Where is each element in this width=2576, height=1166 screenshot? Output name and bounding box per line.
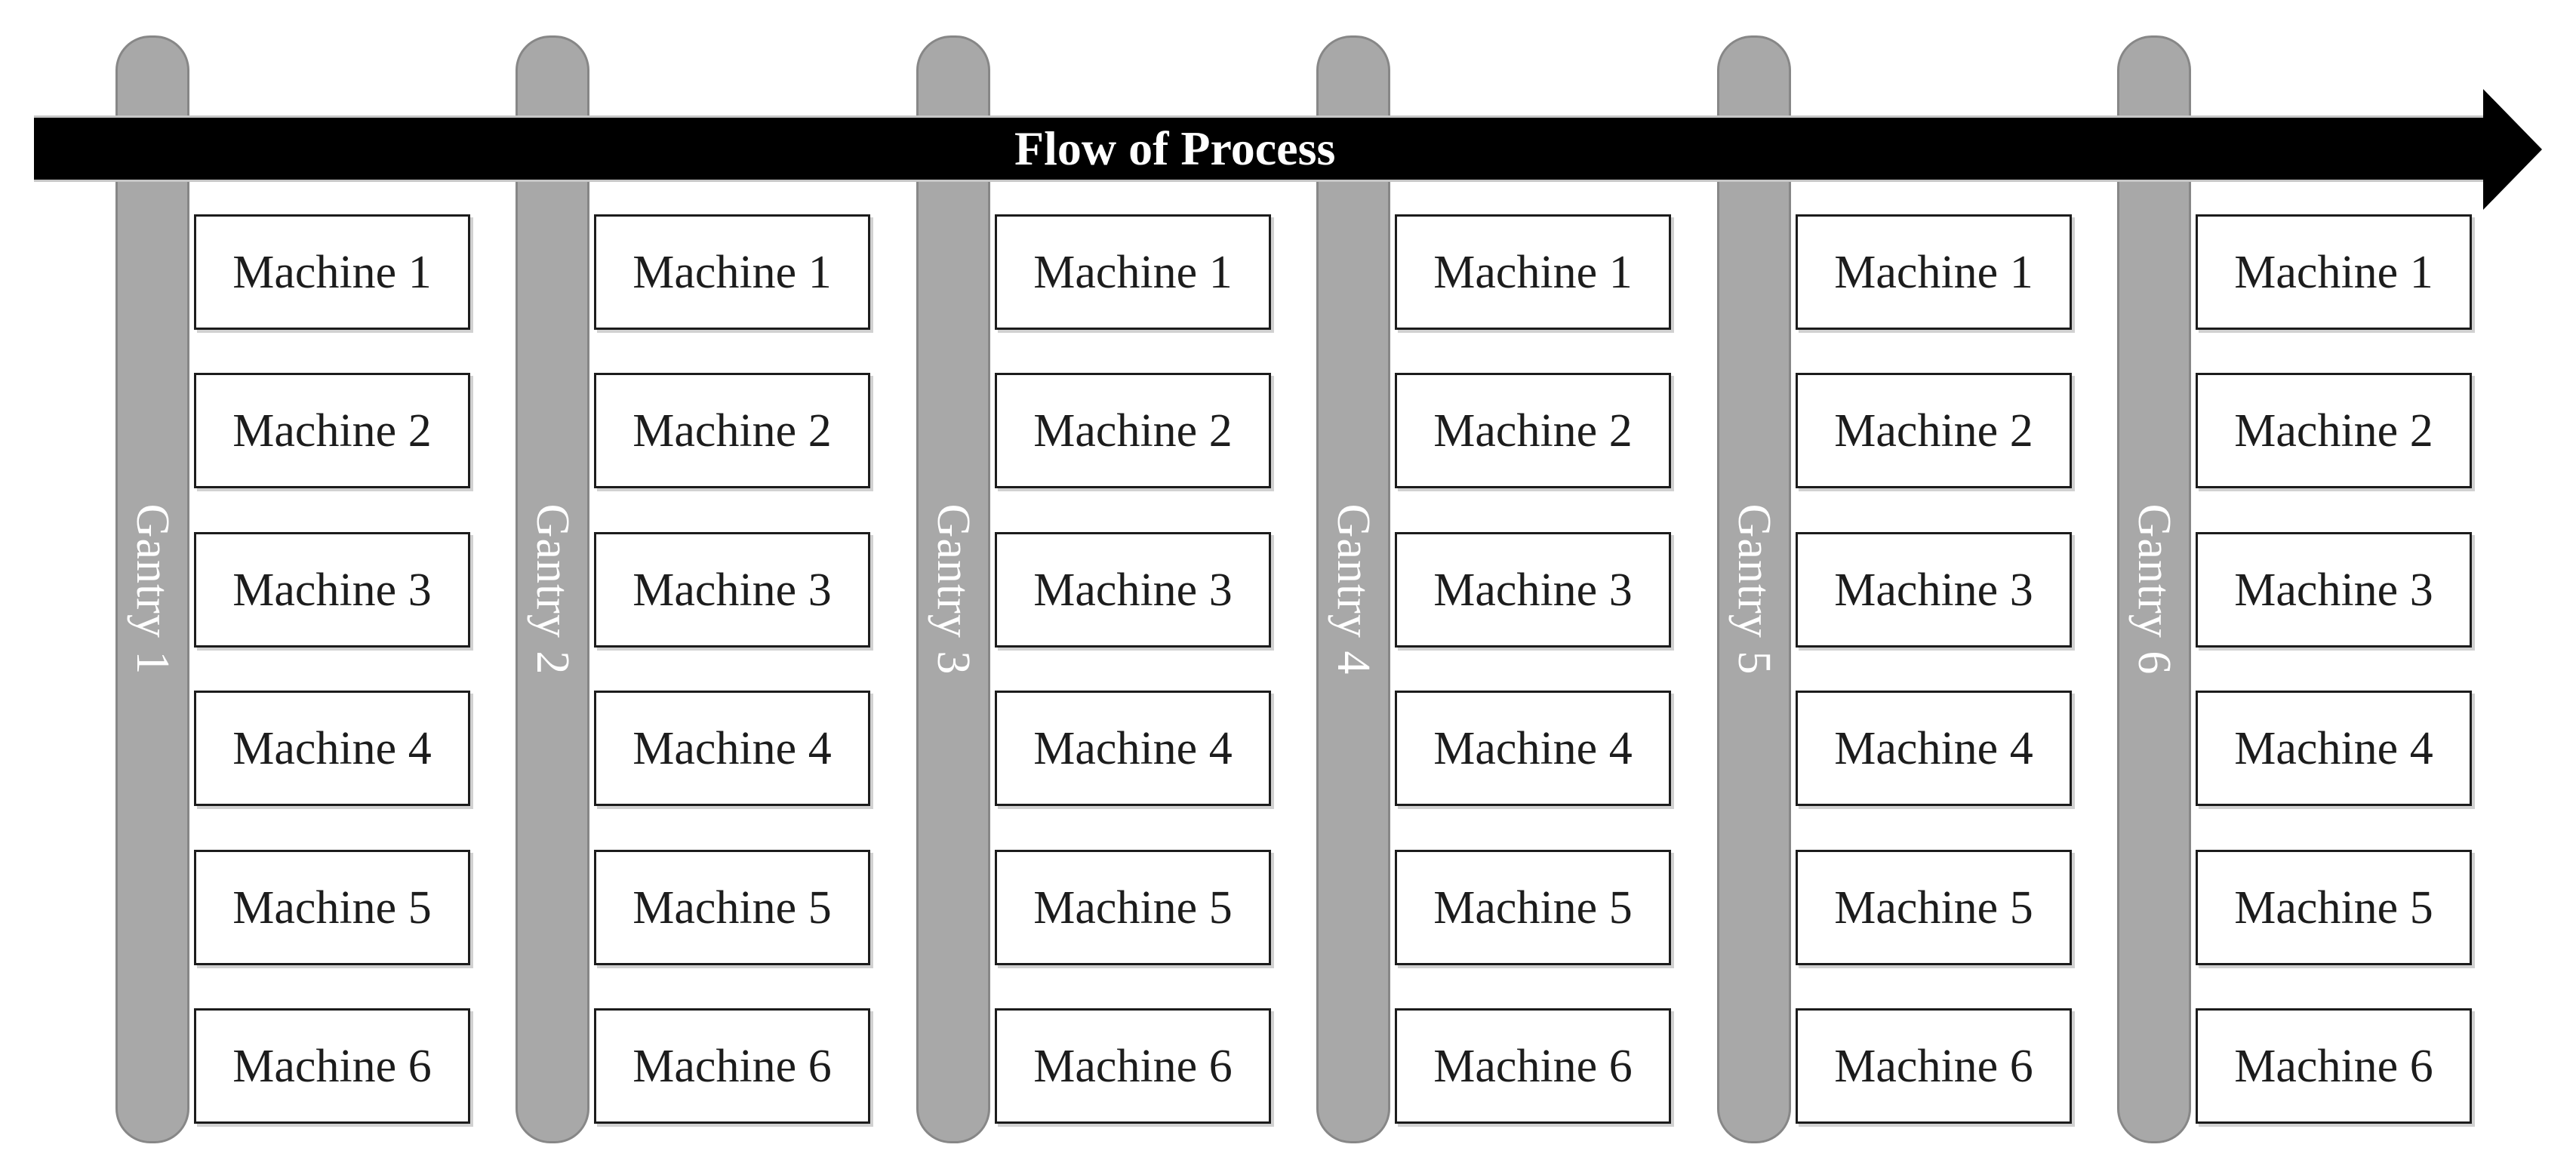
gantry-bar-3: Gantry 3 [916,35,990,1143]
machine-box-gantry4-m4: Machine 4 [1395,691,1671,806]
machine-label: Machine 6 [1834,1040,2033,1092]
machine-box-gantry6-m3: Machine 3 [2196,532,2472,648]
machine-box-gantry1-m3: Machine 3 [194,532,470,648]
flow-of-process-label: Flow of Process [1014,122,1336,175]
machine-label: Machine 5 [232,881,432,934]
machine-box-gantry3-m2: Machine 2 [995,373,1271,488]
machine-label: Machine 1 [1033,246,1233,298]
gantry-bar-2: Gantry 2 [516,35,589,1143]
machine-box-gantry3-m4: Machine 4 [995,691,1271,806]
machine-label: Machine 3 [2234,564,2433,616]
machine-box-gantry6-m1: Machine 1 [2196,214,2472,330]
machine-label: Machine 1 [632,246,832,298]
machine-label: Machine 3 [632,564,832,616]
machine-label: Machine 1 [2234,246,2433,298]
machine-box-gantry4-m2: Machine 2 [1395,373,1671,488]
gantry-label: Gantry 5 [1728,503,1780,675]
machine-label: Machine 4 [2234,722,2433,774]
machine-label: Machine 4 [1033,722,1233,774]
machine-box-gantry2-m6: Machine 6 [594,1008,870,1124]
machine-label: Machine 6 [1433,1040,1633,1092]
gantry-bar-1: Gantry 1 [115,35,189,1143]
machine-box-gantry2-m3: Machine 3 [594,532,870,648]
machine-label: Machine 2 [232,405,432,457]
machine-box-gantry1-m5: Machine 5 [194,850,470,965]
gantry-bar-5: Gantry 5 [1717,35,1791,1143]
gantry-label: Gantry 2 [527,503,578,675]
machine-label: Machine 4 [632,722,832,774]
machine-label: Machine 5 [1033,881,1233,934]
machine-box-gantry6-m4: Machine 4 [2196,691,2472,806]
machine-box-gantry1-m4: Machine 4 [194,691,470,806]
machine-box-gantry4-m5: Machine 5 [1395,850,1671,965]
machine-box-gantry4-m3: Machine 3 [1395,532,1671,648]
machine-box-gantry1-m6: Machine 6 [194,1008,470,1124]
machine-label: Machine 2 [2234,405,2433,457]
flow-arrow-shaft [34,115,2483,182]
machine-box-gantry2-m4: Machine 4 [594,691,870,806]
machine-box-gantry5-m4: Machine 4 [1796,691,2072,806]
machine-box-gantry4-m1: Machine 1 [1395,214,1671,330]
gantry-label: Gantry 1 [127,503,178,675]
machine-label: Machine 4 [1433,722,1633,774]
machine-label: Machine 2 [1033,405,1233,457]
machine-box-gantry5-m2: Machine 2 [1796,373,2072,488]
machine-label: Machine 2 [632,405,832,457]
flow-arrow-head-icon [2483,89,2542,210]
machine-label: Machine 6 [232,1040,432,1092]
gantry-label: Gantry 3 [928,503,979,675]
machine-label: Machine 4 [232,722,432,774]
machine-label: Machine 2 [1834,405,2033,457]
machine-label: Machine 5 [1433,881,1633,934]
machine-box-gantry1-m2: Machine 2 [194,373,470,488]
machine-label: Machine 1 [1834,246,2033,298]
machine-box-gantry6-m6: Machine 6 [2196,1008,2472,1124]
machine-box-gantry3-m6: Machine 6 [995,1008,1271,1124]
machine-label: Machine 6 [1033,1040,1233,1092]
machine-box-gantry3-m3: Machine 3 [995,532,1271,648]
machine-label: Machine 1 [232,246,432,298]
gantry-bar-6: Gantry 6 [2117,35,2191,1143]
machine-box-gantry5-m1: Machine 1 [1796,214,2072,330]
machine-box-gantry2-m2: Machine 2 [594,373,870,488]
machine-label: Machine 6 [2234,1040,2433,1092]
gantry-label: Gantry 4 [1328,503,1379,675]
machine-label: Machine 3 [1433,564,1633,616]
machine-label: Machine 3 [232,564,432,616]
machine-label: Machine 3 [1834,564,2033,616]
machine-box-gantry6-m5: Machine 5 [2196,850,2472,965]
machine-label: Machine 5 [2234,881,2433,934]
machine-box-gantry5-m5: Machine 5 [1796,850,2072,965]
machine-box-gantry2-m1: Machine 1 [594,214,870,330]
machine-box-gantry5-m3: Machine 3 [1796,532,2072,648]
machine-box-gantry4-m6: Machine 6 [1395,1008,1671,1124]
machine-label: Machine 3 [1033,564,1233,616]
gantry-label: Gantry 6 [2128,503,2180,675]
machine-box-gantry3-m1: Machine 1 [995,214,1271,330]
machine-box-gantry1-m1: Machine 1 [194,214,470,330]
machine-box-gantry3-m5: Machine 5 [995,850,1271,965]
machine-box-gantry6-m2: Machine 2 [2196,373,2472,488]
machine-label: Machine 5 [632,881,832,934]
machine-box-gantry2-m5: Machine 5 [594,850,870,965]
machine-label: Machine 1 [1433,246,1633,298]
machine-label: Machine 2 [1433,405,1633,457]
machine-label: Machine 4 [1834,722,2033,774]
machine-box-gantry5-m6: Machine 6 [1796,1008,2072,1124]
machine-label: Machine 6 [632,1040,832,1092]
gantry-bar-4: Gantry 4 [1316,35,1390,1143]
machine-label: Machine 5 [1834,881,2033,934]
